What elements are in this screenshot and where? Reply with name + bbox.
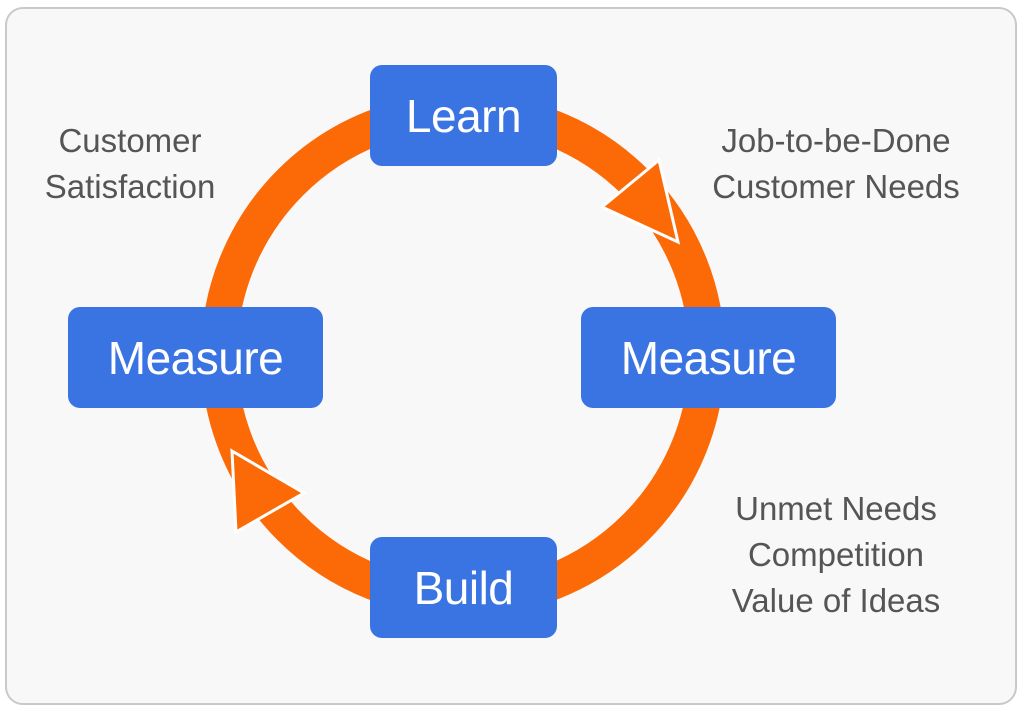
node-measure-right-label: Measure: [620, 331, 797, 384]
annotation-line: Competition: [747, 536, 925, 573]
node-measure-right: Measure: [581, 307, 836, 408]
node-learn: Learn: [370, 65, 557, 166]
node-measure-left: Measure: [68, 307, 323, 408]
node-build-label: Build: [413, 561, 514, 614]
annotation-bottom-right: Unmet Needs Competition Value of Ideas: [706, 486, 966, 624]
node-measure-left-label: Measure: [107, 331, 284, 384]
annotation-line: Customer Needs: [712, 168, 960, 205]
arrowhead-upper-right: [599, 157, 681, 245]
annotation-line: Satisfaction: [44, 168, 216, 205]
arrowhead-lower-left: [230, 448, 307, 535]
annotation-top-right: Job-to-be-Done Customer Needs: [686, 118, 986, 210]
annotation-line: Value of Ideas: [731, 582, 941, 619]
annotation-line: Unmet Needs: [735, 490, 937, 527]
annotation-line: Job-to-be-Done: [721, 122, 951, 159]
annotation-top-left: Customer Satisfaction: [22, 118, 238, 210]
node-learn-label: Learn: [405, 89, 522, 142]
annotation-line: Customer: [58, 122, 202, 159]
node-build: Build: [370, 537, 557, 638]
